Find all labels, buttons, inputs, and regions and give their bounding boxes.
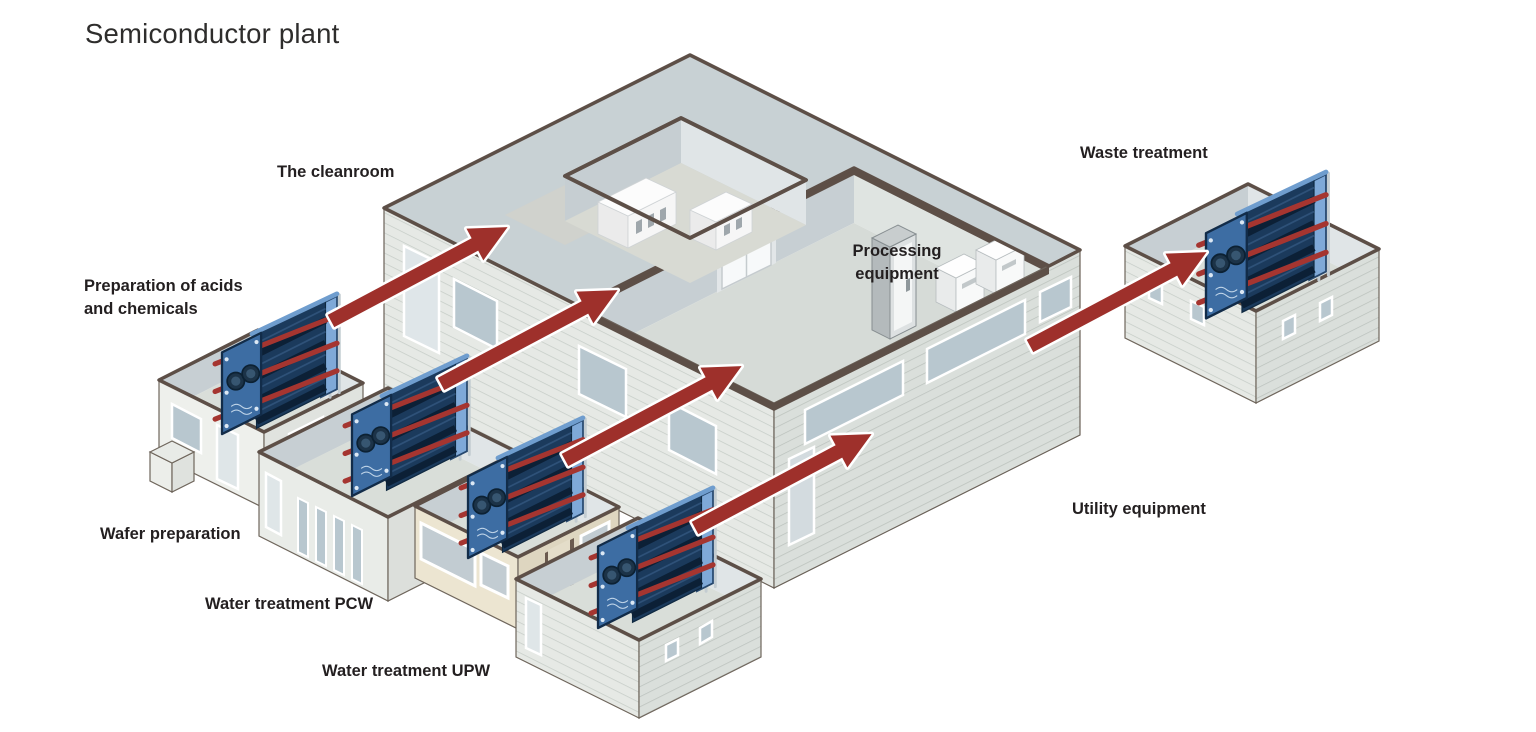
label-waste-treatment: Waste treatment [1080,144,1208,162]
page-title: Semiconductor plant [85,18,340,49]
label-wafer-preparation: Wafer preparation [100,525,241,543]
building-water-treatment-upw [514,488,763,719]
label-utility-equipment: Utility equipment [1072,500,1206,518]
main-right-wall [773,249,1081,589]
processing-equipment-b [689,191,753,251]
label-cleanroom: The cleanroom [277,163,395,181]
label-water-treatment-pcw: Water treatment PCW [205,595,374,613]
building-waste-treatment [1123,172,1381,404]
label-preparation: Preparation of acids and chemicals [84,277,243,319]
cleanroom-cutout [563,116,808,283]
main-building [382,53,1082,589]
main-left-wall [383,207,775,589]
label-water-treatment-upw: Water treatment UPW [322,662,491,680]
utility-cabinet [870,224,918,340]
label-processing-equipment: Processing equipment [852,242,942,284]
annex [148,440,196,493]
utility-chiller-1 [935,253,985,313]
